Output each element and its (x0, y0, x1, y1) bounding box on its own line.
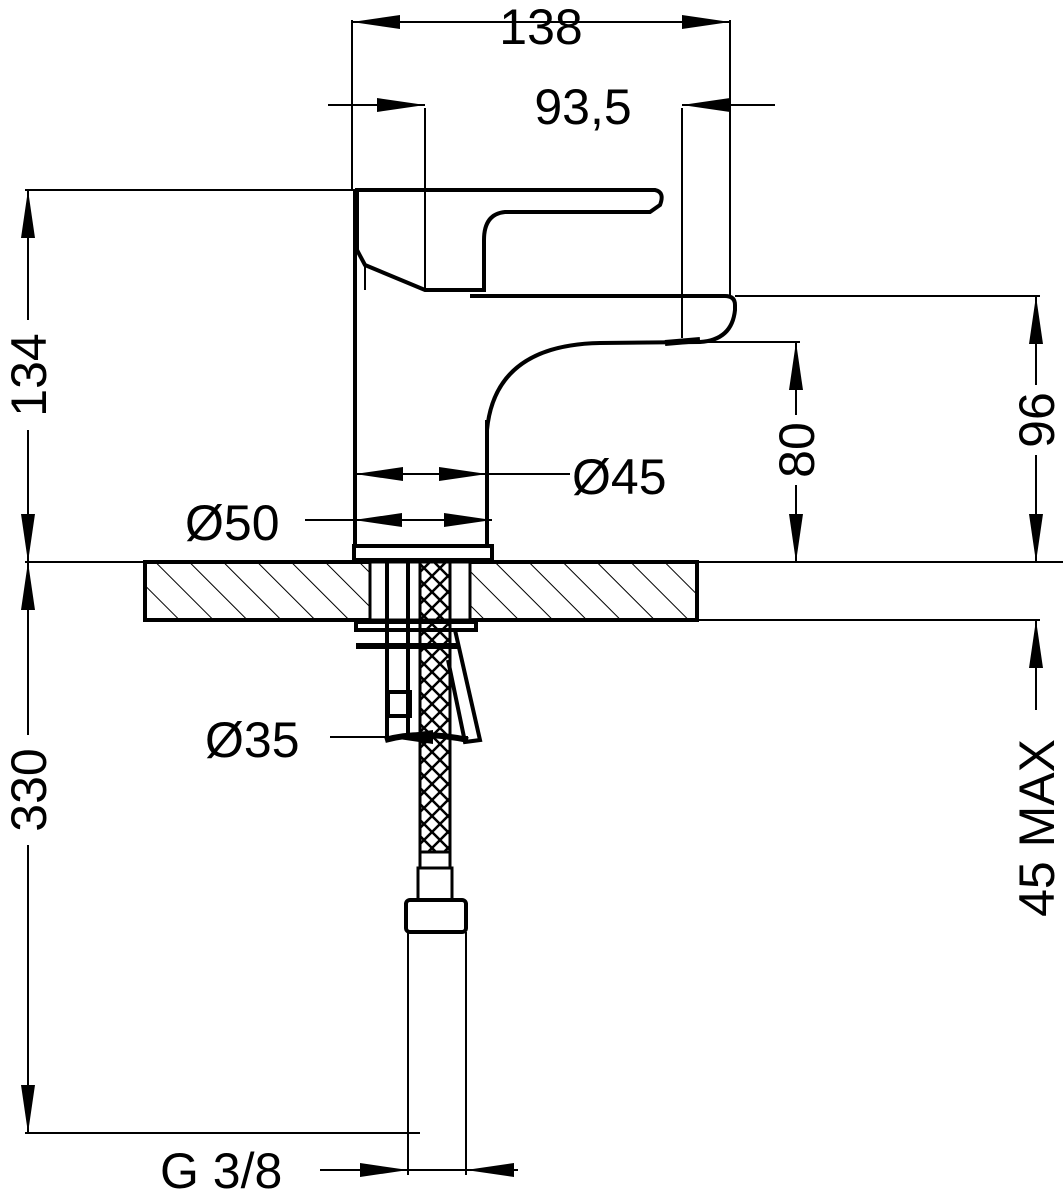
dim-overall-width: 138 (351, 0, 731, 296)
spout (470, 108, 737, 431)
label-spout-clearance: 80 (769, 422, 825, 478)
label-deck-thickness: 45 MAX (1009, 739, 1063, 917)
dim-connection-thread: G 3/8 (160, 932, 518, 1199)
lever-handle (355, 108, 664, 292)
dim-body-diameter: Ø45 (355, 449, 667, 505)
deck-section (25, 560, 1063, 622)
faucet-body (352, 190, 494, 562)
dim-shank-diameter: Ø35 (205, 712, 468, 768)
label-shank-diameter: Ø35 (205, 712, 300, 768)
dim-spout-clearance: 80 (700, 341, 825, 562)
label-outlet-height: 96 (1009, 392, 1063, 448)
dim-spout-reach: 93,5 (328, 79, 775, 135)
braided-hose (404, 560, 468, 934)
dim-base-diameter: Ø50 (185, 495, 492, 551)
label-hose-length: 330 (1, 748, 57, 831)
label-spout-reach: 93,5 (534, 79, 631, 135)
label-total-height: 134 (1, 333, 57, 416)
label-connection-thread: G 3/8 (160, 1143, 282, 1199)
label-base-diameter: Ø50 (185, 495, 280, 551)
label-overall-width: 138 (499, 0, 582, 55)
dim-total-height: 134 (1, 189, 355, 562)
dim-hose-length: 330 (1, 562, 420, 1134)
label-body-diameter: Ø45 (572, 449, 667, 505)
dim-deck-thickness: 45 MAX (1009, 620, 1063, 950)
dim-outlet-height: 96 (735, 295, 1063, 562)
